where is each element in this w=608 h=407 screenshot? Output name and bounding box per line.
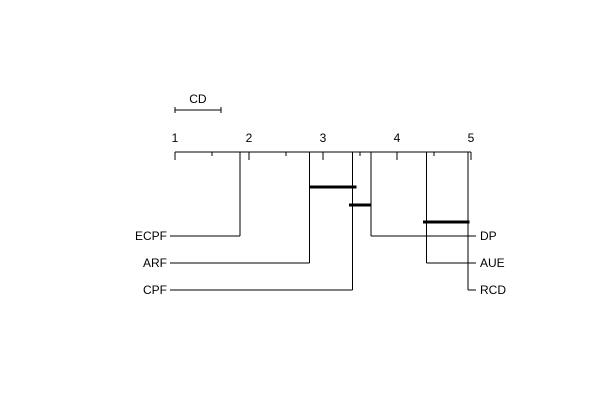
method-label-rcd: RCD — [480, 283, 506, 297]
axis-tick-label-4: 4 — [394, 131, 401, 145]
cd-label: CD — [189, 92, 207, 106]
axis-tick-label-2: 2 — [246, 131, 253, 145]
cd-bar-group: CD — [174, 92, 222, 113]
axis-tick-label-1: 1 — [172, 131, 179, 145]
method-label-ecpf: ECPF — [135, 229, 167, 243]
method-label-dp: DP — [480, 229, 497, 243]
method-label-arf: ARF — [143, 256, 167, 270]
rank-axis: 1 2 3 4 5 — [172, 131, 475, 160]
axis-tick-label-3: 3 — [320, 131, 327, 145]
axis-tick-label-5: 5 — [468, 131, 475, 145]
clique-bars — [309, 185, 470, 224]
method-label-aue: AUE — [480, 256, 505, 270]
method-lines: ECPF ARF CPF DP AUE RCD — [135, 152, 506, 297]
method-label-cpf: CPF — [143, 283, 167, 297]
